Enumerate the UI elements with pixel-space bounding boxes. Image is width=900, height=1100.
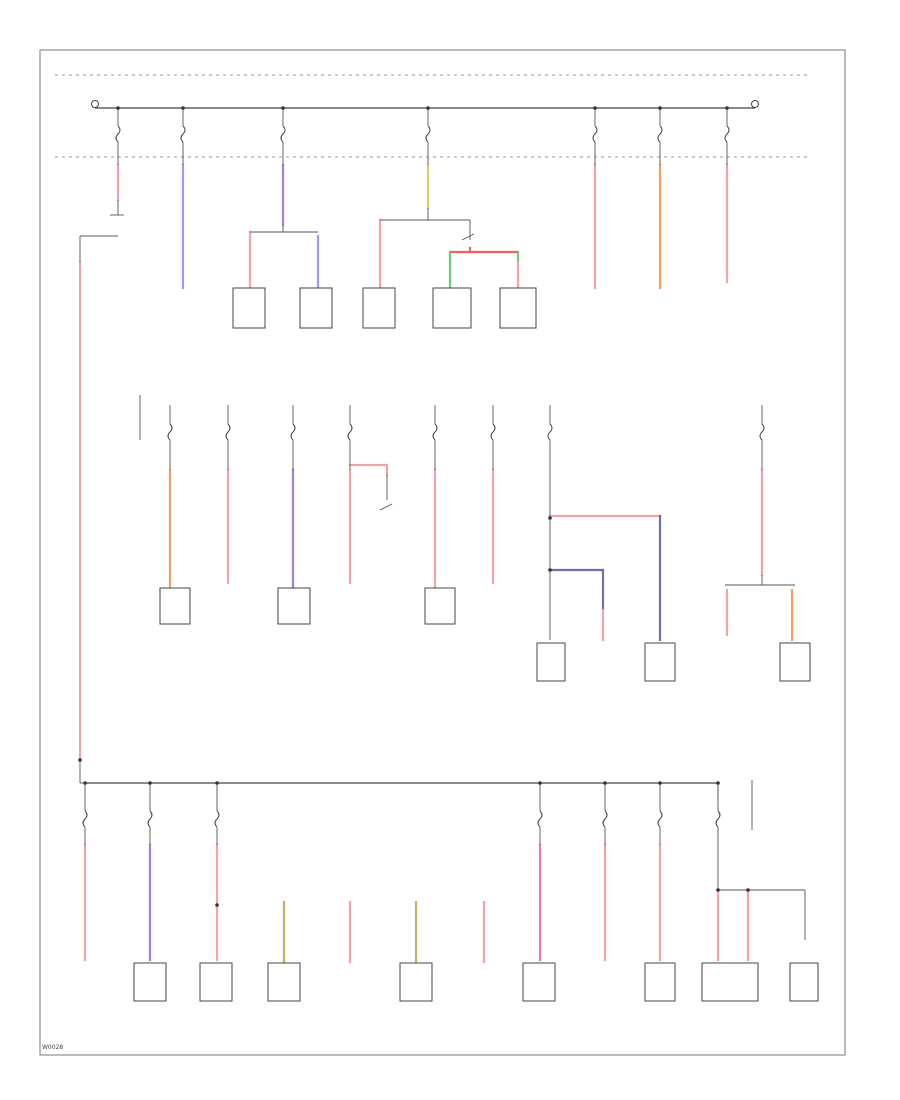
wire-layer xyxy=(78,163,794,964)
fuse-layer xyxy=(82,120,765,835)
mid-circuit-7-fuse-element xyxy=(547,423,553,441)
mid-circuit-4-fuse-element xyxy=(347,423,353,441)
component-top-3a xyxy=(232,287,266,329)
bottom-circuit-4-bus-junction xyxy=(538,781,542,785)
top-circuit-1-bus-junction xyxy=(116,106,120,110)
diagram-frame xyxy=(39,49,846,1056)
diagram-reference-code: W0028 xyxy=(42,1044,63,1051)
component-bot-7c xyxy=(789,962,819,1002)
top-circuit-4-bus-junction xyxy=(426,106,430,110)
mid-circuit-2-fuse-element xyxy=(225,423,231,441)
bottom-circuit-5-bus-junction xyxy=(603,781,607,785)
top-circuit-2-fuse-element xyxy=(180,125,186,143)
top-circuit-3-fuse-element xyxy=(280,125,286,143)
component-bot-stub-3 xyxy=(399,962,433,1002)
bottom-circuit-6-fuse-element xyxy=(657,810,663,828)
right-bus-connector xyxy=(751,100,759,108)
component-bot-7ab xyxy=(701,962,759,1002)
mid-7-junction-1 xyxy=(548,516,552,520)
mid-circuit-6-fuse-element xyxy=(490,423,496,441)
top-circuit-6-bus-junction xyxy=(658,106,662,110)
top-circuit-4-fuse-element xyxy=(425,125,431,143)
top-circuit-3-bus-junction xyxy=(281,106,285,110)
static-detail-layer xyxy=(78,106,806,940)
component-top-4a xyxy=(362,287,396,329)
bottom-circuit-7-fuse-element xyxy=(715,810,721,828)
component-bot-4 xyxy=(522,962,556,1002)
bottom-7-junction-2 xyxy=(746,888,750,892)
top-circuit-6-fuse-element xyxy=(657,125,663,143)
mid-circuit-3-fuse-element xyxy=(290,423,296,441)
bottom-7-junction-1 xyxy=(716,888,720,892)
top-circuit-5-bus-junction xyxy=(593,106,597,110)
top-circuit-7-bus-junction xyxy=(725,106,729,110)
component-top-3b xyxy=(299,287,333,329)
component-mid-7a xyxy=(536,642,566,682)
bottom-circuit-2-bus-junction xyxy=(148,781,152,785)
main-feed-junction xyxy=(78,758,82,762)
relay-switch-4 xyxy=(461,233,475,241)
left-bus-connector xyxy=(91,100,99,108)
component-bot-3 xyxy=(199,962,233,1002)
mid-circuit-5-fuse-element xyxy=(432,423,438,441)
component-mid-7c xyxy=(644,642,676,682)
mid-circuit-3-component xyxy=(277,587,311,625)
component-layer xyxy=(133,287,819,1002)
component-top-4b xyxy=(432,287,472,329)
mid-circuit-8-fuse-element xyxy=(759,423,765,441)
bottom-circuit-3-bus-junction xyxy=(215,781,219,785)
top-circuit-7-fuse-element xyxy=(724,125,730,143)
bottom-circuit-4-fuse-element xyxy=(537,810,543,828)
relay-switch-mid-4 xyxy=(379,503,393,511)
mid-circuit-1-fuse-element xyxy=(167,423,173,441)
bottom-circuit-7-bus-junction xyxy=(716,781,720,785)
top-circuit-2-bus-junction xyxy=(181,106,185,110)
component-top-4c xyxy=(499,287,537,329)
bottom-3-splice xyxy=(215,903,219,907)
component-bot-2 xyxy=(133,962,167,1002)
bottom-circuit-1-fuse-element xyxy=(82,810,88,828)
bottom-circuit-3-fuse-element xyxy=(214,810,220,828)
bottom-circuit-5-fuse-element xyxy=(602,810,608,828)
component-mid-8b xyxy=(779,642,811,682)
mid-circuit-5-component xyxy=(424,587,456,625)
mid-circuit-1-component xyxy=(159,587,191,625)
top-circuit-1-fuse-element xyxy=(115,125,121,143)
bottom-circuit-2-fuse-element xyxy=(147,810,153,828)
bottom-circuit-6-bus-junction xyxy=(658,781,662,785)
component-bot-stub-1 xyxy=(267,962,301,1002)
component-bot-6 xyxy=(644,962,676,1002)
top-circuit-5-fuse-element xyxy=(592,125,598,143)
